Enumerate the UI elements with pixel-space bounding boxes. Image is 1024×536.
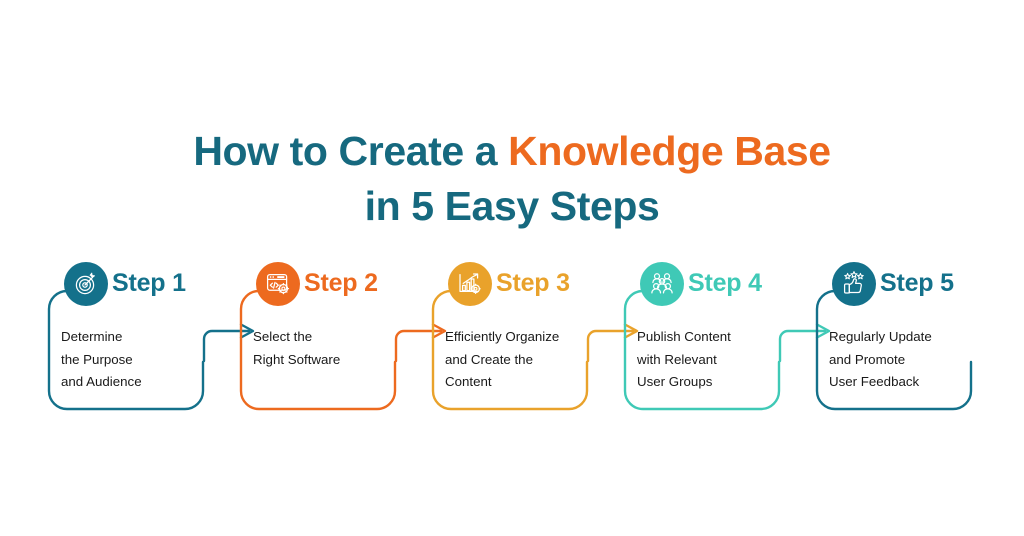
step-card-3[interactable]: Step 3 Efficiently Organize and Create t… xyxy=(432,262,618,412)
step-card-2[interactable]: Step 2 Select the Right Software xyxy=(240,262,426,412)
page-title: How to Create a Knowledge Base in 5 Easy… xyxy=(0,124,1024,234)
software-window-gear-icon xyxy=(256,262,300,306)
step-description-5: Regularly Update and Promote User Feedba… xyxy=(829,329,932,389)
step-label-4: Step 4 xyxy=(688,269,762,297)
step-card-4[interactable]: Step 4 Publish Content with Relevant Use… xyxy=(624,262,810,412)
step-description-2: Select the Right Software xyxy=(253,329,341,367)
bar-chart-growth-icon xyxy=(448,262,492,306)
step-label-1: Step 1 xyxy=(112,269,186,297)
title-segment-highlight: Knowledge Base xyxy=(508,128,831,174)
step-description-1: Determine the Purpose and Audience xyxy=(61,329,142,389)
step-label-3: Step 3 xyxy=(496,269,570,297)
step-label-2: Step 2 xyxy=(304,269,378,297)
thumbs-up-stars-icon xyxy=(832,262,876,306)
step-card-1[interactable]: Step 1 Determine the Purpose and Audienc… xyxy=(48,262,234,412)
user-group-icon xyxy=(640,262,684,306)
step-description-4: Publish Content with Relevant User Group… xyxy=(637,329,731,389)
step-description-3: Efficiently Organize and Create the Cont… xyxy=(445,329,560,389)
target-icon xyxy=(64,262,108,306)
step-card-5[interactable]: Step 5 Regularly Update and Promote User… xyxy=(816,262,1002,412)
title-line-2: in 5 Easy Steps xyxy=(364,183,660,229)
title-segment-plain: How to Create a xyxy=(193,128,509,174)
title-line-1: How to Create a Knowledge Base xyxy=(0,124,1024,179)
step-label-5: Step 5 xyxy=(880,269,954,297)
